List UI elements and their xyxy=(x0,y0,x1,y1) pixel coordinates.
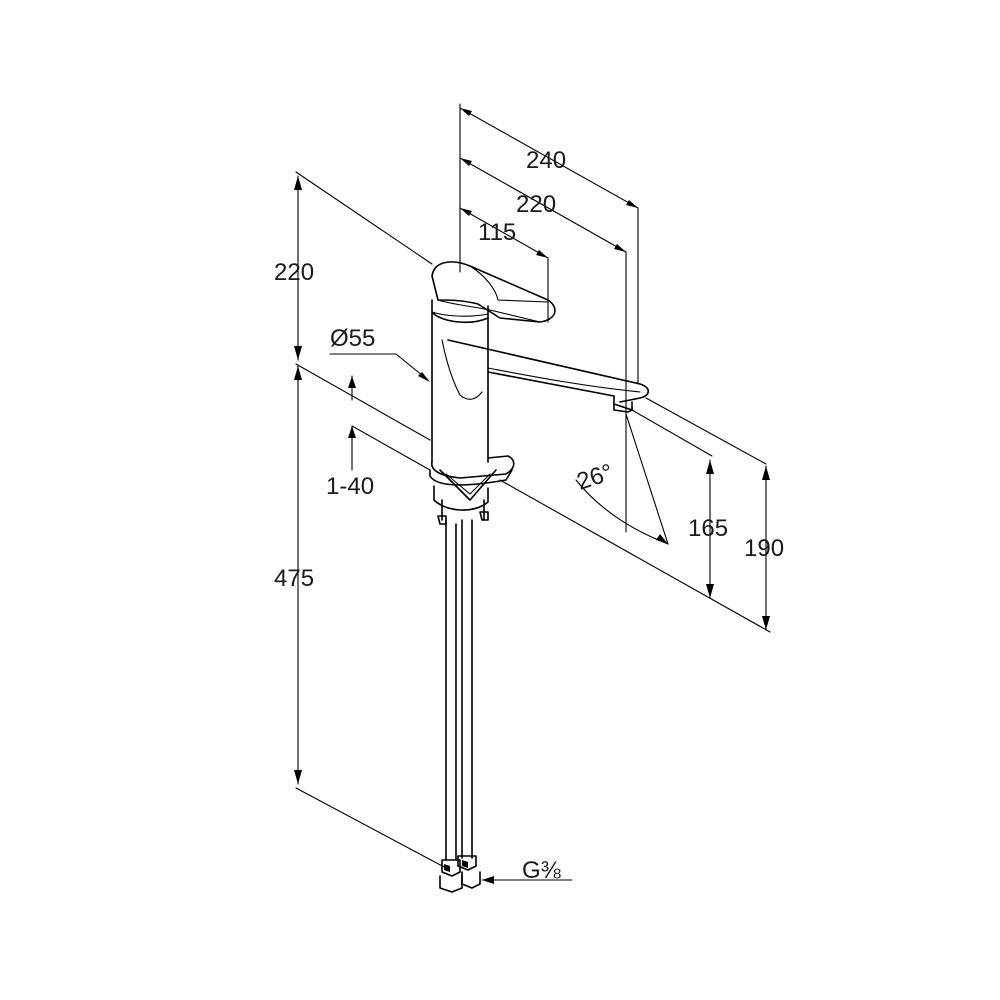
dim-475-label: 475 xyxy=(274,565,314,592)
dim-deck-thickness-label: 1-40 xyxy=(326,473,374,500)
dim-thread-label: G⅜ xyxy=(522,857,562,884)
dimension-labels: 240 220 115 220 Ø55 1-40 475 26° 165 190… xyxy=(274,147,784,884)
dim-diameter-label: Ø55 xyxy=(330,325,375,352)
dim-220-reach-label: 220 xyxy=(516,191,556,218)
faucet-body xyxy=(429,261,650,893)
dim-angle-label: 26° xyxy=(574,459,617,496)
dim-115-label: 115 xyxy=(478,219,516,246)
dim-190-label: 190 xyxy=(744,535,784,562)
dim-240-label: 240 xyxy=(526,147,566,174)
dim-220-height-label: 220 xyxy=(274,259,314,286)
dimension-lines xyxy=(294,103,771,884)
dim-165-label: 165 xyxy=(688,515,728,542)
